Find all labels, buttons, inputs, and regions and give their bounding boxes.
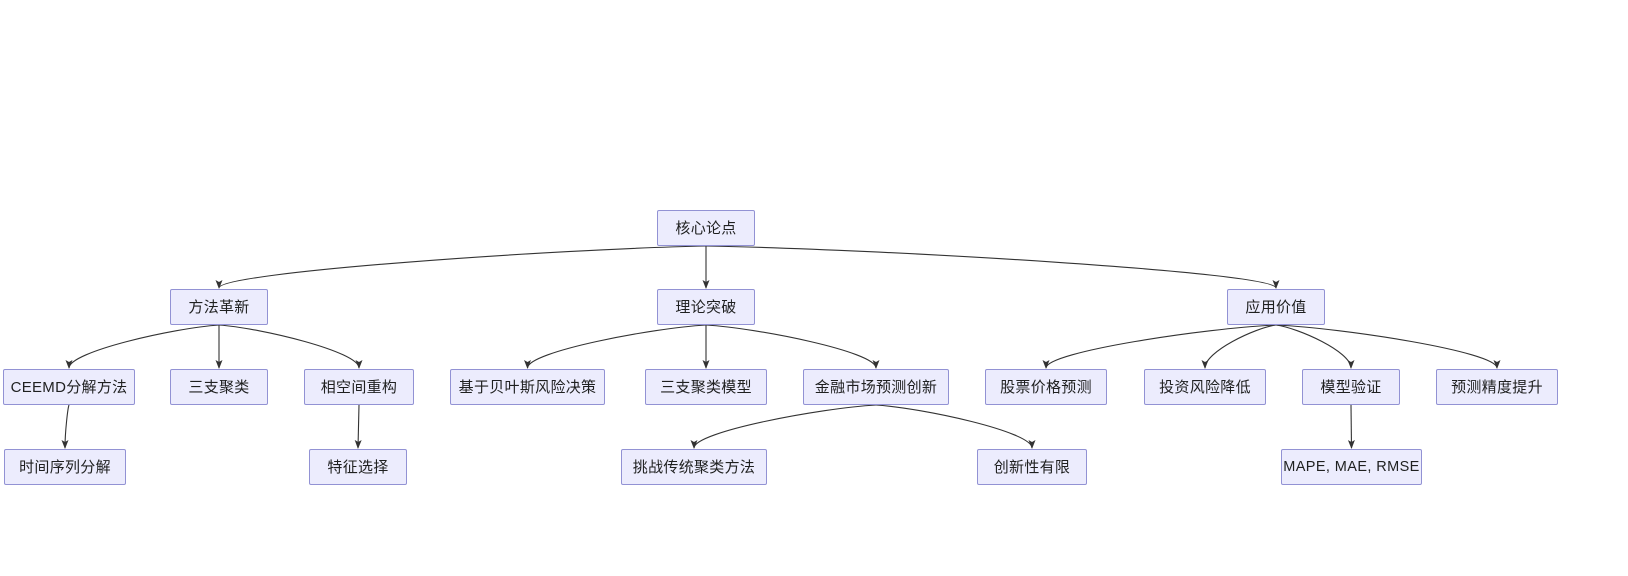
node-limited[interactable]: 创新性有限	[977, 449, 1087, 485]
node-accuracy[interactable]: 预测精度提升	[1436, 369, 1558, 405]
node-tsdecomp[interactable]: 时间序列分解	[4, 449, 126, 485]
node-label: 创新性有限	[993, 458, 1071, 476]
node-ceemd[interactable]: CEEMD分解方法	[3, 369, 135, 405]
edge-application-to-risk	[1201, 324, 1277, 369]
edge-validate-to-metrics	[1347, 404, 1355, 449]
node-label: 理论突破	[675, 298, 737, 316]
node-label: CEEMD分解方法	[10, 378, 128, 396]
edge-method-to-ceemd	[65, 324, 220, 369]
node-feature[interactable]: 特征选择	[309, 449, 407, 485]
edge-theory-to-finance	[705, 324, 880, 369]
node-label: 方法革新	[188, 298, 250, 316]
node-validate[interactable]: 模型验证	[1302, 369, 1400, 405]
node-label: 金融市场预测创新	[814, 378, 938, 396]
node-label: 特征选择	[327, 458, 389, 476]
edge-finance-to-challenge	[690, 404, 877, 449]
node-root[interactable]: 核心论点	[657, 210, 755, 246]
edge-application-to-validate	[1275, 324, 1355, 369]
edge-root-to-method	[215, 245, 707, 289]
node-label: 应用价值	[1245, 298, 1307, 316]
edge-method-to-phase	[218, 324, 363, 369]
edge-root-to-application	[705, 245, 1280, 289]
node-method[interactable]: 方法革新	[170, 289, 268, 325]
edge-phase-to-feature	[354, 404, 362, 449]
node-bayes[interactable]: 基于贝叶斯风险决策	[450, 369, 605, 405]
node-theory[interactable]: 理论突破	[657, 289, 755, 325]
node-stock[interactable]: 股票价格预测	[985, 369, 1107, 405]
edge-application-to-stock	[1042, 324, 1277, 369]
node-cluster3m[interactable]: 三支聚类模型	[645, 369, 767, 405]
node-finance[interactable]: 金融市场预测创新	[803, 369, 949, 405]
node-label: 模型验证	[1320, 378, 1382, 396]
node-label: 三支聚类	[188, 378, 250, 396]
node-label: MAPE, MAE, RMSE	[1283, 458, 1420, 475]
node-label: 相空间重构	[320, 378, 398, 396]
node-label: 股票价格预测	[1000, 378, 1092, 396]
node-risk[interactable]: 投资风险降低	[1144, 369, 1266, 405]
node-label: 基于贝叶斯风险决策	[458, 378, 597, 396]
node-challenge[interactable]: 挑战传统聚类方法	[621, 449, 767, 485]
node-label: 挑战传统聚类方法	[632, 458, 756, 476]
node-metrics[interactable]: MAPE, MAE, RMSE	[1281, 449, 1422, 485]
node-application[interactable]: 应用价值	[1227, 289, 1325, 325]
node-label: 核心论点	[675, 219, 737, 237]
edge-ceemd-to-tsdecomp	[61, 404, 70, 449]
edge-theory-to-bayes	[524, 324, 707, 369]
node-label: 时间序列分解	[19, 458, 111, 476]
node-cluster3[interactable]: 三支聚类	[170, 369, 268, 405]
edge-application-to-accuracy	[1275, 324, 1501, 369]
node-label: 三支聚类模型	[660, 378, 752, 396]
node-label: 投资风险降低	[1159, 378, 1251, 396]
node-phase[interactable]: 相空间重构	[304, 369, 414, 405]
node-label: 预测精度提升	[1451, 378, 1543, 396]
edge-finance-to-limited	[875, 404, 1036, 449]
